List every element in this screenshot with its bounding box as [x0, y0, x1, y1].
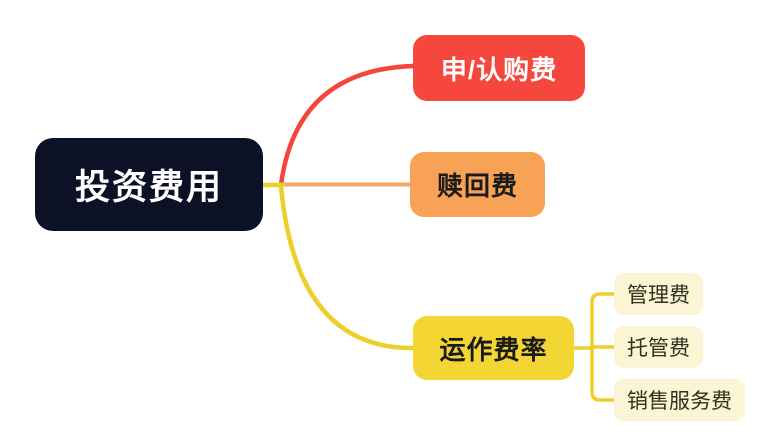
edge-root-operating: [278, 183, 416, 351]
node-investment-fees-root[interactable]: 投资费用: [35, 138, 263, 231]
edge-operating-management: [590, 292, 616, 350]
redemption-fee-label: 赎回费: [436, 171, 518, 201]
edge-root-subscription: [278, 63, 416, 188]
management-fee-label: 管理费: [627, 284, 690, 307]
operating-fee-rate-label: 运作费率: [439, 334, 548, 365]
node-management-fee[interactable]: 管理费: [614, 273, 703, 315]
sales-service-fee-label: 销售服务费: [627, 390, 732, 413]
node-custody-fee[interactable]: 托管费: [614, 326, 703, 368]
node-subscription-fee[interactable]: 申/认购费: [413, 35, 585, 101]
node-redemption-fee[interactable]: 赎回费: [410, 152, 545, 217]
custody-fee-label: 托管费: [627, 337, 690, 360]
subscription-fee-label: 申/认购费: [440, 54, 558, 85]
node-operating-fee-rate[interactable]: 运作费率: [413, 316, 574, 380]
node-sales-service-fee[interactable]: 销售服务费: [614, 379, 745, 421]
root-label: 投资费用: [74, 168, 223, 207]
edge-operating-sales-service: [590, 346, 616, 402]
